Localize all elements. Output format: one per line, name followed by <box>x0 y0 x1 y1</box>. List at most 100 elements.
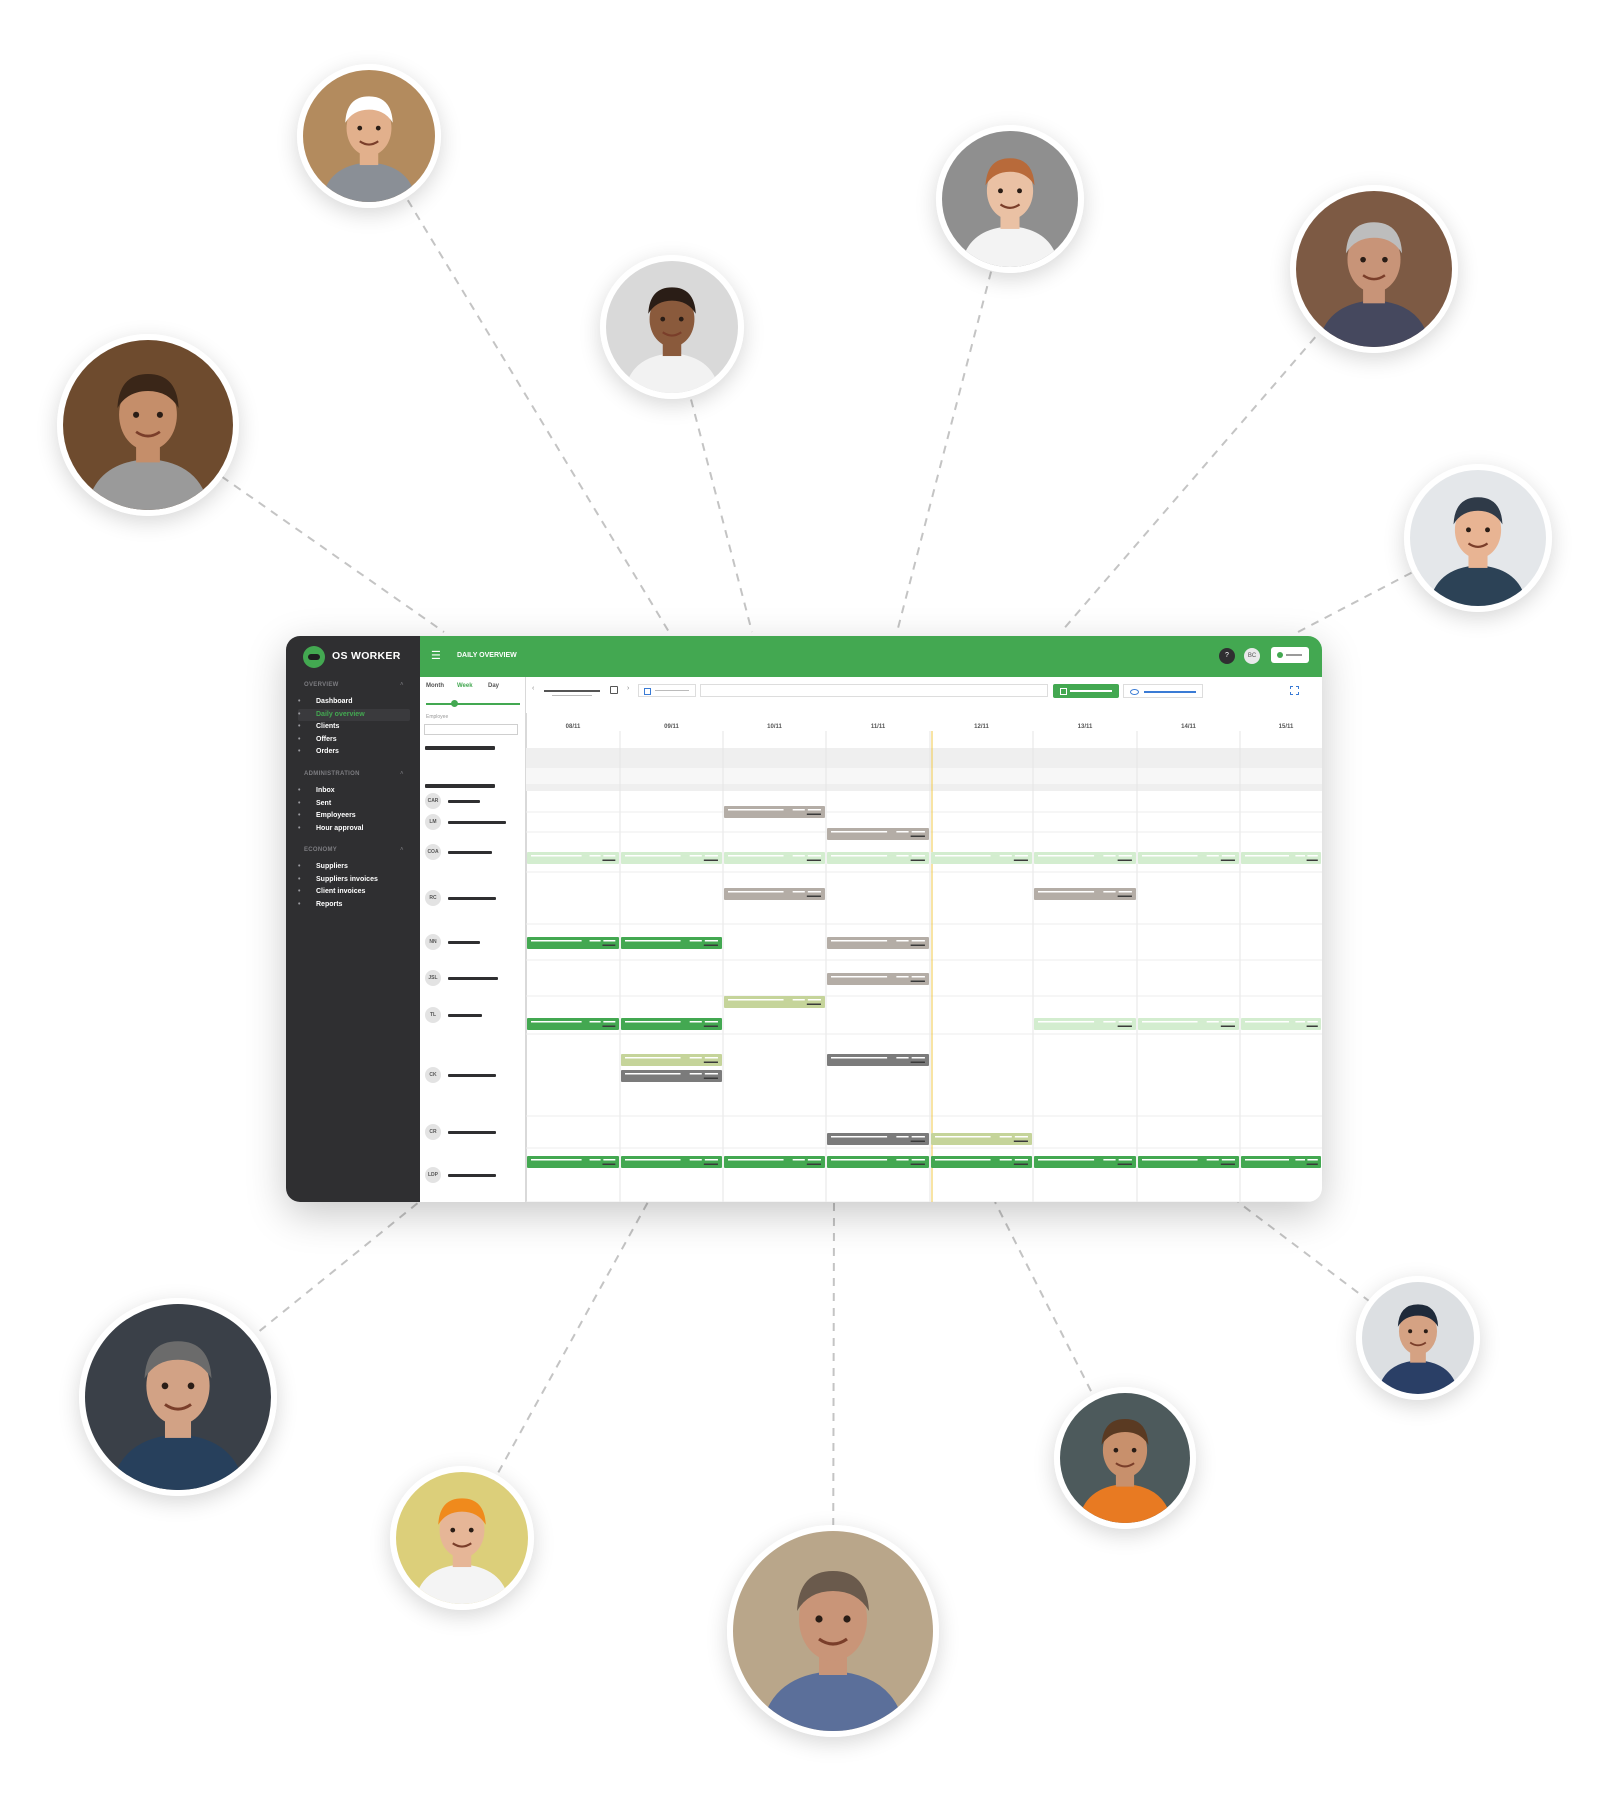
shift-block[interactable] <box>621 1156 722 1168</box>
sidebar-item[interactable]: •Hour approval <box>298 823 410 835</box>
bullet-icon: • <box>298 799 301 807</box>
shift-block[interactable] <box>827 852 929 864</box>
date-picker-icon <box>644 688 651 695</box>
hamburger-menu-icon[interactable]: ☰ <box>431 650 441 662</box>
assign-button[interactable] <box>1053 684 1119 698</box>
fullscreen-icon[interactable] <box>1290 686 1299 695</box>
date-range-bar <box>544 690 600 692</box>
help-button[interactable]: ? <box>1219 648 1235 664</box>
shift-block[interactable] <box>621 937 722 949</box>
sidebar-item[interactable]: • Employeers <box>298 810 410 822</box>
collapse-chevron-icon[interactable]: ˄ <box>400 682 404 688</box>
collapse-chevron-icon[interactable]: ˄ <box>400 771 404 777</box>
zoom-slider-handle[interactable] <box>451 700 458 707</box>
employee-filter-input[interactable] <box>424 724 518 735</box>
view-tab[interactable]: Week <box>457 683 473 689</box>
sidebar-item[interactable]: •Suppliers invoices <box>298 874 410 886</box>
shift-block[interactable] <box>827 1156 929 1168</box>
sidebar: OS WORKER OVERVIEW˄•Dashboard•Daily over… <box>286 636 420 1202</box>
bullet-icon: • <box>298 723 301 730</box>
shift-block[interactable] <box>621 1018 722 1030</box>
sidebar-item-label: Employeers <box>316 812 356 819</box>
sidebar-item[interactable]: •Inbox <box>298 785 410 797</box>
collapse-chevron-icon[interactable]: ˄ <box>400 847 404 853</box>
shift-block[interactable] <box>931 852 1032 864</box>
date-column-header: 13/11 <box>1078 724 1093 730</box>
shift-block[interactable] <box>1034 888 1136 900</box>
sidebar-item[interactable]: •Suppliers <box>298 861 410 873</box>
shift-block[interactable] <box>724 852 825 864</box>
group-header-band <box>526 768 1322 784</box>
employee-name-placeholder <box>448 897 496 900</box>
shift-block[interactable] <box>1241 1018 1321 1030</box>
shift-block[interactable] <box>827 973 929 985</box>
shift-block[interactable] <box>527 937 619 949</box>
sidebar-item[interactable]: •Reports <box>298 899 410 911</box>
sidebar-item[interactable]: • Clients <box>298 721 410 733</box>
shift-block[interactable] <box>527 1156 619 1168</box>
shift-block[interactable] <box>1241 852 1321 864</box>
shift-block[interactable] <box>621 852 722 864</box>
shift-block[interactable] <box>931 1133 1032 1145</box>
add-button[interactable] <box>1271 647 1309 663</box>
date-column-header: 15/11 <box>1279 724 1294 730</box>
shift-block[interactable] <box>621 1070 722 1082</box>
shift-block[interactable] <box>1138 852 1239 864</box>
search-input[interactable] <box>700 684 1048 697</box>
shift-block[interactable] <box>1034 1156 1136 1168</box>
sidebar-item[interactable]: •Offers <box>298 734 410 746</box>
sidebar-item[interactable]: •Sent <box>298 798 410 810</box>
user-avatar-button[interactable]: BC <box>1244 648 1260 664</box>
logo-icon <box>303 646 325 668</box>
bullet-icon: • <box>298 710 301 718</box>
shift-block[interactable] <box>1138 1156 1239 1168</box>
shift-block[interactable] <box>1034 852 1136 864</box>
date-picker-input[interactable] <box>638 684 696 697</box>
shift-block[interactable] <box>724 1156 825 1168</box>
shift-block[interactable] <box>931 1156 1032 1168</box>
shift-block[interactable] <box>827 1054 929 1066</box>
employee-name-placeholder <box>448 851 492 854</box>
shift-block[interactable] <box>827 937 929 949</box>
shift-block[interactable] <box>527 852 619 864</box>
shift-block[interactable] <box>724 996 825 1008</box>
view-tab[interactable]: Day <box>488 683 500 689</box>
top-bar: ☰ DAILY OVERVIEW ? BC <box>420 636 1322 677</box>
sidebar-section-title: ECONOMY <box>304 847 338 853</box>
sidebar-item[interactable]: • Daily overview <box>298 708 410 721</box>
bullet-icon: • <box>298 888 301 895</box>
worker-red-hair-avatar <box>936 125 1084 273</box>
prev-week-chevron-icon[interactable]: ‹ <box>532 685 535 692</box>
sidebar-item[interactable]: •Dashboard <box>298 696 410 708</box>
shift-block[interactable] <box>724 888 825 900</box>
bullet-icon: • <box>298 812 301 819</box>
sidebar-item-label: Suppliers invoices <box>316 875 378 883</box>
shift-block[interactable] <box>621 1054 722 1066</box>
sidebar-item[interactable]: •Orders <box>298 746 410 758</box>
worker-checked-shirt-avatar <box>727 1525 939 1737</box>
brand-name: OS WORKER <box>332 650 401 662</box>
bullet-icon: • <box>298 900 301 908</box>
view-tab[interactable]: Month <box>426 683 444 689</box>
shift-block[interactable] <box>724 806 825 818</box>
visibility-select[interactable] <box>1123 684 1203 698</box>
shift-block[interactable] <box>827 1133 929 1145</box>
next-week-chevron-icon[interactable]: › <box>627 685 630 692</box>
employee-name-placeholder <box>448 1174 496 1177</box>
employee-initials-badge: TL <box>425 1007 441 1023</box>
sidebar-item[interactable]: •Client invoices <box>298 886 410 898</box>
calendar-icon[interactable] <box>610 686 618 694</box>
shift-block[interactable] <box>1138 1018 1239 1030</box>
shift-block[interactable] <box>1241 1156 1321 1168</box>
worker-cap-small-avatar <box>1356 1276 1480 1400</box>
zoom-slider-track[interactable] <box>426 703 520 705</box>
shift-block[interactable] <box>1034 1018 1136 1030</box>
shift-block[interactable] <box>827 828 929 840</box>
bullet-icon: • <box>298 824 301 832</box>
employee-name-placeholder <box>448 1131 496 1134</box>
sidebar-item-label: Clients <box>316 723 340 730</box>
shift-block[interactable] <box>527 1018 619 1030</box>
date-column-header: 14/11 <box>1181 724 1196 730</box>
sidebar-item-label: Daily overview <box>316 710 365 718</box>
